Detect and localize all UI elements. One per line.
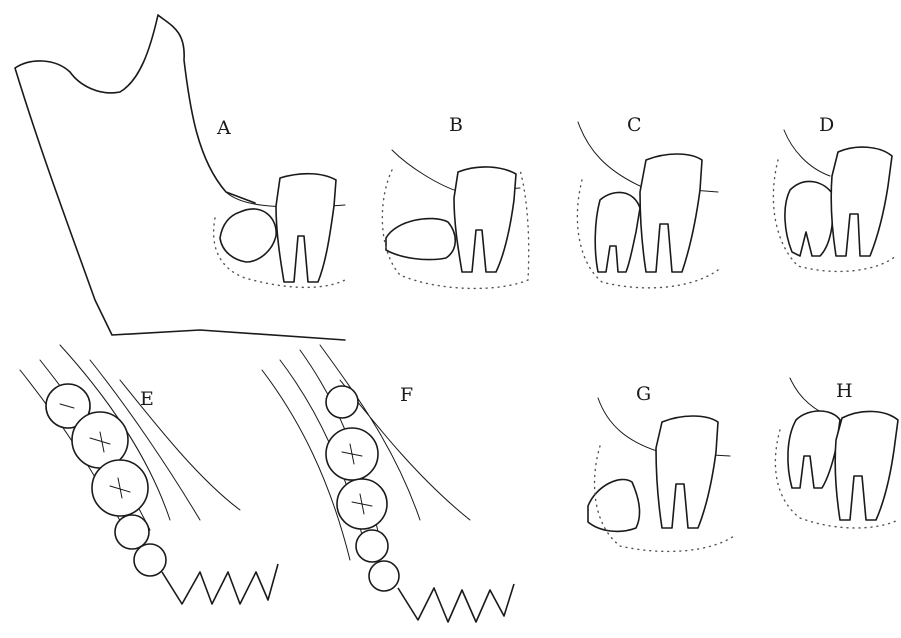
label-e: E	[140, 388, 154, 410]
second-molar-c	[640, 154, 702, 272]
second-molar-a	[276, 174, 336, 282]
tooth-e-5	[134, 544, 166, 576]
impacted-molar-g	[588, 479, 639, 531]
incisors-f	[398, 584, 514, 622]
label-g: G	[636, 383, 651, 405]
label-a: A	[217, 117, 231, 139]
panel-c-illustration	[577, 122, 718, 288]
label-b: B	[449, 114, 463, 136]
impacted-molar-c	[595, 192, 640, 272]
incisors-e	[162, 564, 278, 604]
panel-f-illustration	[262, 345, 514, 622]
second-molar-g	[656, 416, 718, 528]
impacted-molar-h	[788, 411, 840, 488]
tooth-f-5	[369, 561, 399, 591]
panel-d-illustration	[773, 130, 896, 271]
panel-e-illustration	[20, 345, 278, 604]
impacted-molar-a	[220, 209, 276, 262]
panel-b-illustration	[382, 150, 528, 288]
tooth-f-4	[356, 530, 388, 562]
label-f: F	[400, 384, 413, 406]
second-molar-b	[454, 167, 516, 272]
impacted-molar-d	[785, 181, 834, 256]
tooth-e-4	[115, 515, 149, 549]
panel-g-illustration	[588, 398, 734, 551]
panel-a-illustration	[15, 15, 345, 340]
second-molar-h	[835, 411, 898, 520]
label-h: H	[836, 380, 853, 402]
label-c: C	[627, 114, 642, 136]
tooth-f-1	[326, 386, 358, 418]
impacted-molar-b	[386, 219, 455, 260]
label-d: D	[819, 114, 834, 136]
bone-line-d	[784, 130, 830, 176]
second-molar-d	[831, 147, 892, 256]
